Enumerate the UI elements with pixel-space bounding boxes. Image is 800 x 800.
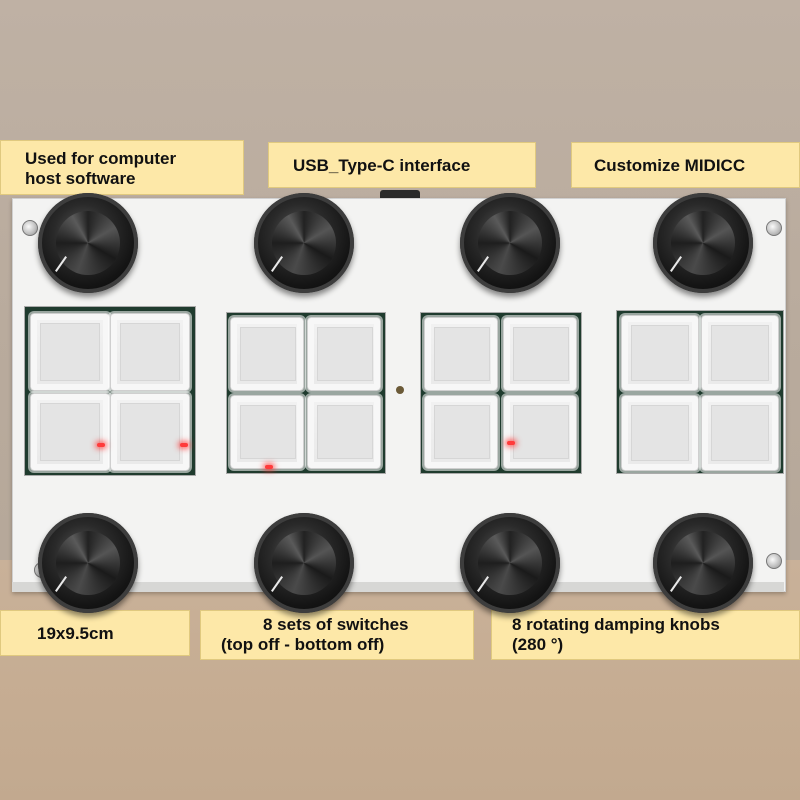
label-host-software: Used for computer host software xyxy=(0,140,244,195)
knob-3[interactable] xyxy=(460,193,560,293)
label-dimensions-text: 19x9.5cm xyxy=(37,624,114,643)
key-led xyxy=(180,443,188,447)
label-host-software-line1: Used for computer xyxy=(25,149,177,168)
label-switches-line1: 8 sets of switches xyxy=(263,615,409,634)
label-knobs-line1: 8 rotating damping knobs xyxy=(512,615,720,634)
screw-icon xyxy=(22,220,38,236)
key-2[interactable] xyxy=(110,313,190,391)
knob-1[interactable] xyxy=(38,193,138,293)
label-midicc-text: Customize MIDICC xyxy=(594,156,746,175)
key-9[interactable] xyxy=(424,317,498,391)
screw-icon xyxy=(766,553,782,569)
label-usb-interface: USB_Type-C interface xyxy=(268,142,536,188)
label-host-software-line2: host software xyxy=(25,169,136,188)
key-led xyxy=(507,441,515,445)
label-midicc: Customize MIDICC xyxy=(571,142,800,188)
key-4[interactable] xyxy=(110,393,190,471)
key-group-1 xyxy=(24,306,196,476)
key-3[interactable] xyxy=(30,393,110,471)
knob-8[interactable] xyxy=(653,513,753,613)
key-group-2 xyxy=(226,312,386,474)
status-led xyxy=(396,386,404,394)
key-5[interactable] xyxy=(230,317,304,391)
key-14[interactable] xyxy=(701,315,779,391)
label-switches: 8 sets of switches (top off - bottom off… xyxy=(200,610,474,660)
key-led xyxy=(265,465,273,469)
label-dimensions: 19x9.5cm xyxy=(0,610,190,656)
key-12[interactable] xyxy=(503,395,577,469)
key-15[interactable] xyxy=(621,395,699,471)
knob-6[interactable] xyxy=(254,513,354,613)
key-11[interactable] xyxy=(424,395,498,469)
label-knobs: 8 rotating damping knobs (280 °) xyxy=(491,610,800,660)
board-edge xyxy=(12,582,784,592)
key-group-3 xyxy=(420,312,582,474)
label-usb-interface-text: USB_Type-C interface xyxy=(293,156,471,175)
knob-4[interactable] xyxy=(653,193,753,293)
key-8[interactable] xyxy=(307,395,381,469)
screw-icon xyxy=(766,220,782,236)
key-13[interactable] xyxy=(621,315,699,391)
key-1[interactable] xyxy=(30,313,110,391)
key-10[interactable] xyxy=(503,317,577,391)
key-6[interactable] xyxy=(307,317,381,391)
wood-surface xyxy=(0,560,800,800)
key-group-4 xyxy=(616,310,784,474)
knob-7[interactable] xyxy=(460,513,560,613)
knob-5[interactable] xyxy=(38,513,138,613)
label-switches-line2: (top off - bottom off) xyxy=(221,635,385,654)
knob-2[interactable] xyxy=(254,193,354,293)
key-led xyxy=(97,443,105,447)
label-knobs-line2: (280 °) xyxy=(512,635,564,654)
key-16[interactable] xyxy=(701,395,779,471)
key-7[interactable] xyxy=(230,395,304,469)
